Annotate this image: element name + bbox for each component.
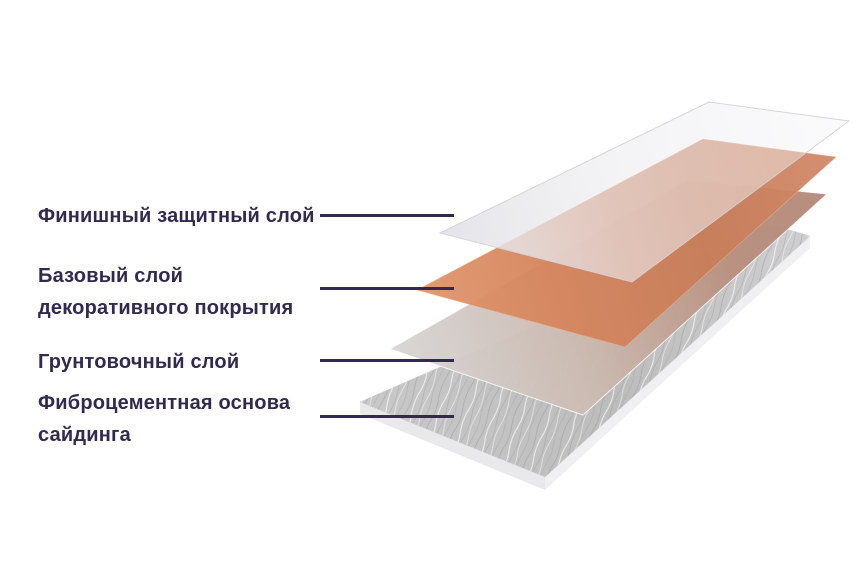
finish-protective-layer-shape	[438, 101, 851, 283]
board-left-side-face	[360, 402, 545, 490]
label-fiber-cement-base-line1: Фиброцементная основа	[38, 392, 291, 414]
label-primer-layer: Грунтовочный слой	[38, 346, 239, 378]
label-finish-layer-line1: Финишный защитный слой	[38, 205, 315, 227]
label-decorative-base-layer: Базовый слой декоративного покрытия	[38, 260, 293, 324]
connector-decorative-base-layer	[320, 287, 454, 290]
label-decorative-base-layer-line2: декоративного покрытия	[38, 297, 294, 319]
connector-finish-layer	[320, 214, 454, 217]
board-front-side-face	[545, 236, 810, 490]
label-fiber-cement-base: Фиброцементная основа сайдинга	[38, 387, 290, 451]
label-finish-layer: Финишный защитный слой	[38, 200, 315, 232]
label-fiber-cement-base-line2: сайдинга	[38, 424, 131, 446]
label-decorative-base-layer-line1: Базовый слой	[38, 265, 184, 287]
connector-fiber-cement-base	[320, 415, 454, 418]
connector-primer-layer	[320, 359, 454, 362]
label-primer-layer-line1: Грунтовочный слой	[38, 351, 240, 373]
